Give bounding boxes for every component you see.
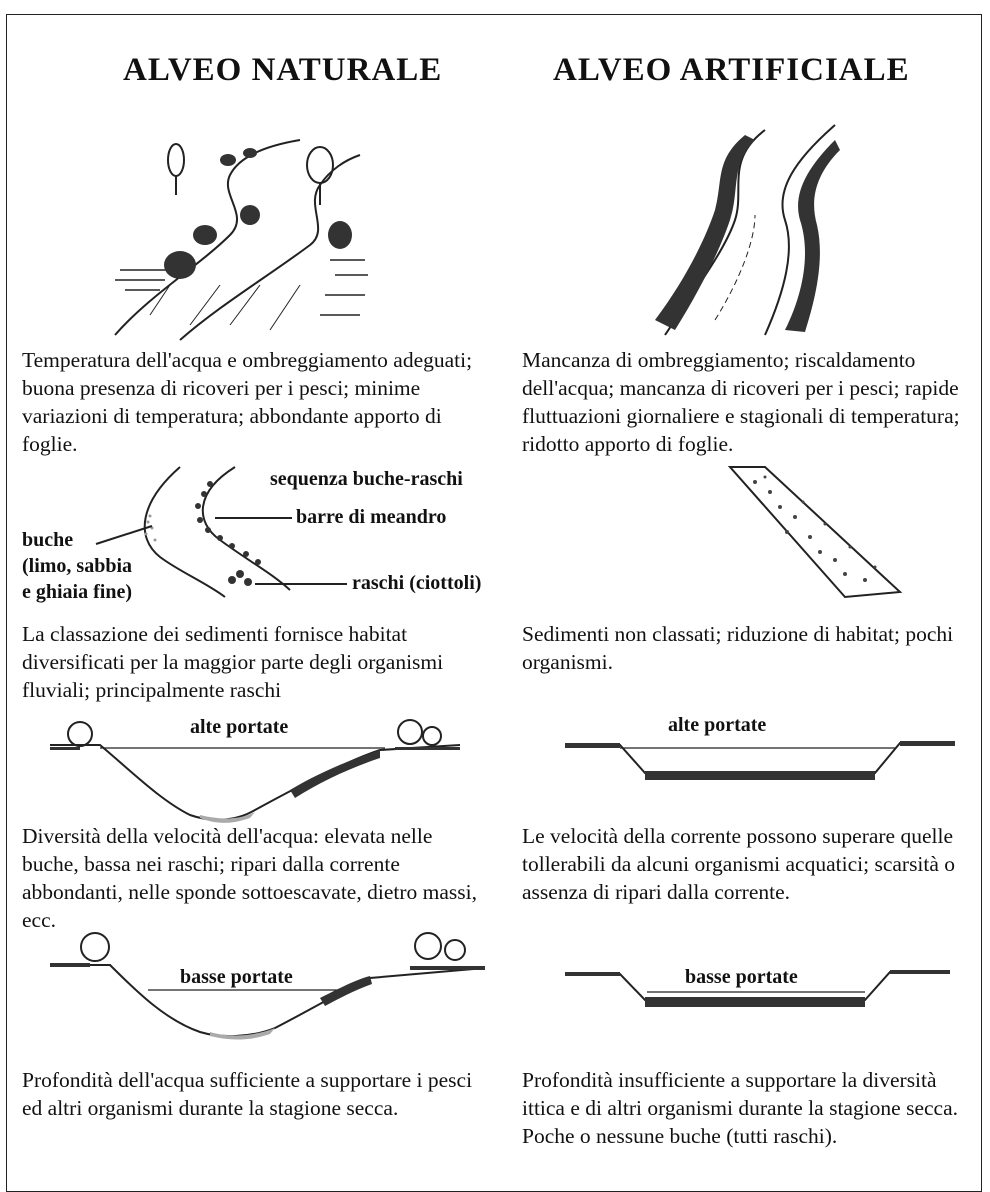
natural-description-4: Profondità dell'acqua sufficiente a supp… xyxy=(22,1066,492,1122)
artificial-description-4: Profondità insufficiente a supportare la… xyxy=(522,1066,977,1150)
label-low-flow-natural: basse portate xyxy=(180,966,293,989)
label-riffles: raschi (ciottoli) xyxy=(352,572,481,595)
label-pools-line2: (limo, sabbia xyxy=(22,554,132,579)
natural-description-3: Diversità della velocità dell'acqua: ele… xyxy=(22,822,492,934)
artificial-high-flow-section xyxy=(565,735,955,795)
artificial-description-3: Le velocità della corrente possono super… xyxy=(522,822,977,906)
artificial-description-2: Sedimenti non classati; riduzione di hab… xyxy=(522,620,977,676)
label-high-flow-artificial: alte portate xyxy=(668,714,766,737)
label-pool-riffle-sequence: sequenza buche-raschi xyxy=(270,468,463,491)
label-high-flow-natural: alte portate xyxy=(190,716,288,739)
artificial-sediment-channel xyxy=(725,462,905,602)
natural-description-2: La classazione dei sedimenti fornisce ha… xyxy=(22,620,492,704)
label-low-flow-artificial: basse portate xyxy=(685,966,798,989)
label-pools-line3: e ghiaia fine) xyxy=(22,580,132,605)
label-meander-bars: barre di meandro xyxy=(296,506,446,529)
label-pools-line1: buche xyxy=(22,528,73,553)
